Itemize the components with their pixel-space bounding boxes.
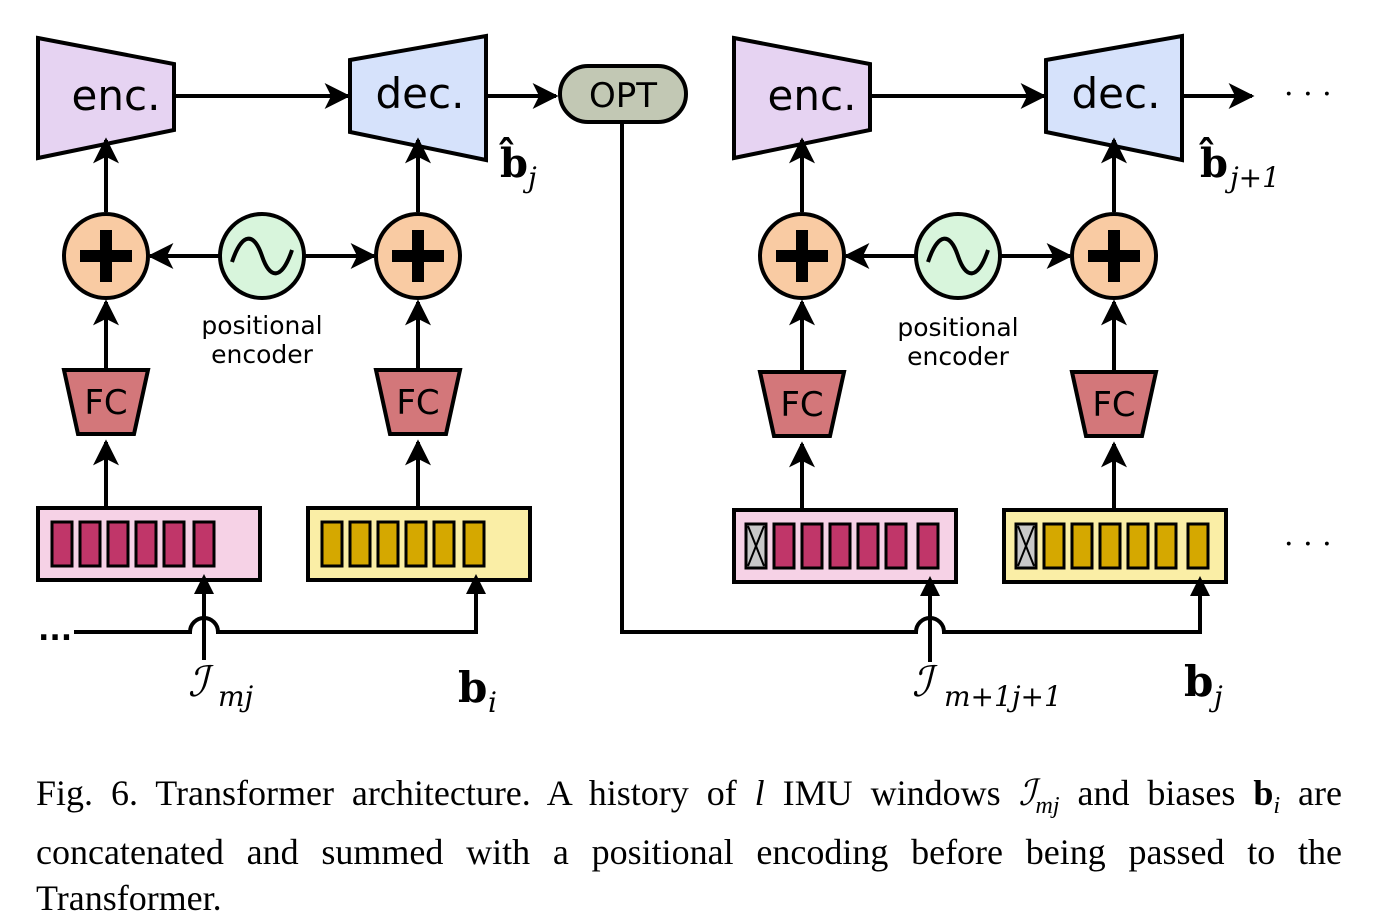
caption-bias-sub: i	[1273, 793, 1281, 820]
left-positional-encoder	[218, 212, 306, 300]
right-adder-1	[758, 212, 846, 300]
sine-wave-icon	[926, 236, 990, 276]
svg-text:FC: FC	[84, 383, 127, 423]
masked-cell	[1014, 522, 1038, 570]
right-pos-encoder-label-2: encoder	[907, 342, 1010, 371]
right-imu-input-sub: m+1j+1	[944, 680, 1062, 713]
left-history-dots: ...	[38, 613, 72, 648]
right-encoder-label: enc.	[768, 71, 857, 120]
left-fc-block-2: FC	[373, 368, 463, 436]
transformer-architecture-diagram: enc. dec. b̂ j positi	[36, 33, 1332, 719]
right-imu-window-buffer	[732, 508, 958, 584]
left-bias-input-label: b	[458, 663, 487, 712]
left-decoder-block	[348, 33, 488, 163]
right-fc-block-1: FC	[757, 370, 847, 438]
left-imu-input-arrowhead	[194, 574, 214, 594]
caption-prefix: Fig. 6. Transformer architecture. A hist…	[36, 773, 755, 813]
left-decoder-label: dec.	[376, 69, 465, 118]
left-imu-window-buffer	[36, 506, 262, 582]
right-decoder-block	[1044, 33, 1184, 163]
optimizer-block: OPT	[558, 64, 688, 124]
right-output-label: b̂	[1198, 139, 1228, 187]
caption-mid-2: and biases	[1059, 773, 1254, 813]
right-encoder-block	[732, 35, 872, 161]
right-decoder-label: dec.	[1072, 69, 1161, 118]
right-adder-2	[1070, 212, 1158, 300]
masked-cell	[744, 522, 768, 570]
right-output-sub: j+1	[1224, 161, 1280, 194]
caption-bias-symbol: b	[1253, 773, 1274, 813]
left-encoder-label: enc.	[72, 71, 161, 120]
right-continuation-dots-bottom: · · ·	[1284, 527, 1332, 562]
caption-mid-1: IMU windows	[764, 773, 1019, 813]
left-adder-2	[374, 212, 462, 300]
left-bias-window-buffer	[306, 506, 532, 582]
svg-text:FC: FC	[780, 385, 823, 425]
left-pos-encoder-label-1: positional	[201, 311, 322, 340]
right-bias-input-label: b	[1184, 657, 1213, 706]
right-imu-input-label: ℐ	[912, 657, 938, 706]
right-bias-input-arrowhead	[1190, 576, 1210, 596]
right-bias-window-buffer	[1002, 508, 1228, 584]
caption-imu-sub: mj	[1035, 793, 1060, 820]
svg-text:FC: FC	[396, 383, 439, 423]
left-adder-1	[62, 212, 150, 300]
left-encoder-block	[36, 35, 176, 161]
left-fc-block-1: FC	[61, 368, 151, 436]
figure-caption: Fig. 6. Transformer architecture. A hist…	[36, 770, 1342, 921]
left-imu-input-label: ℐ	[188, 657, 214, 706]
right-positional-encoder	[914, 212, 1002, 300]
left-output-label: b̂	[498, 139, 528, 187]
left-bias-input-arrowhead	[466, 574, 486, 594]
sine-wave-icon	[230, 236, 294, 276]
caption-var-l: l	[754, 773, 765, 813]
right-imu-input-arrowhead	[920, 576, 940, 596]
svg-text:FC: FC	[1092, 385, 1135, 425]
right-stage: enc. dec. · · · b̂ j+1 positional encode…	[732, 33, 1332, 713]
svg-text:OPT: OPT	[589, 76, 657, 116]
left-bias-input-sub: i	[488, 686, 497, 719]
left-input-wiring	[74, 586, 478, 660]
right-continuation-dots-top: · · ·	[1284, 77, 1332, 112]
right-pos-encoder-label-1: positional	[897, 313, 1018, 342]
caption-imu-symbol: ℐ	[1018, 773, 1036, 814]
caption-suffix: are concatenated and summed with a posit…	[36, 773, 1342, 919]
left-pos-encoder-label-2: encoder	[211, 340, 314, 369]
left-stage: enc. dec. b̂ j positi	[36, 33, 559, 719]
right-fc-block-2: FC	[1069, 370, 1159, 438]
left-imu-input-sub: mj	[218, 680, 254, 713]
